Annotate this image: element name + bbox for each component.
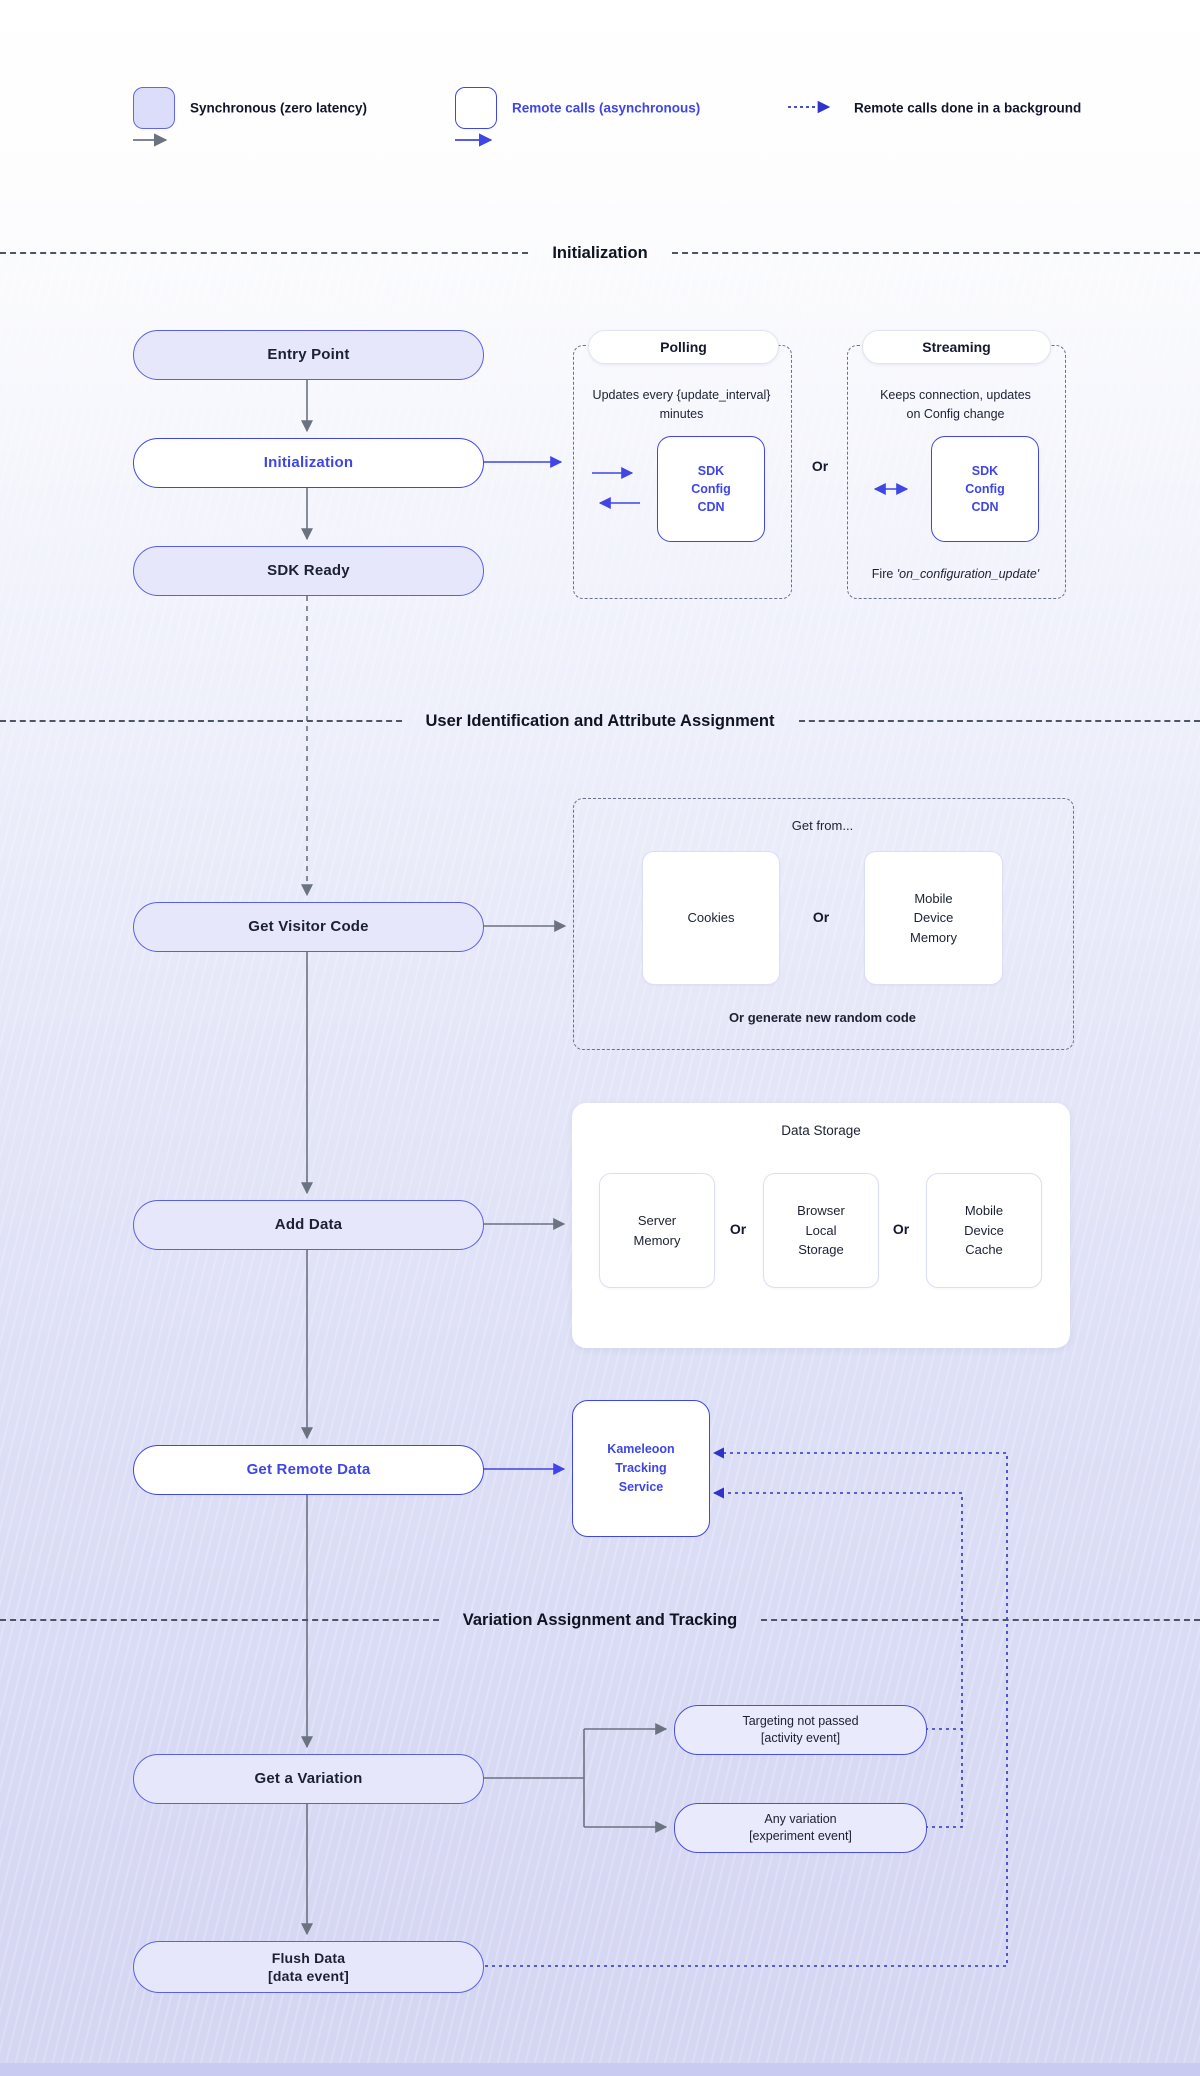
divider-user-identification-label: User Identification and Attribute Assign… [425, 711, 775, 730]
node-get-remote-data: Get Remote Data [133, 1445, 484, 1495]
divider-user-identification: User Identification and Attribute Assign… [0, 708, 1200, 734]
node-flush-data: Flush Data [data event] [133, 1941, 484, 1993]
divider-initialization: Initialization [0, 240, 1200, 266]
remote-call-arrows [482, 456, 909, 1475]
mobile-device-memory-box: Mobile Device Memory [864, 851, 1003, 985]
or-label-config: Or [811, 458, 829, 474]
streaming-fire-note: Fire 'on_configuration_update' [849, 567, 1062, 581]
divider-variation-label: Variation Assignment and Tracking [462, 1610, 738, 1629]
divider-dash-right [798, 720, 1200, 722]
streaming-sdk-config-cdn-box: SDK Config CDN [931, 436, 1039, 542]
or-label-storage-1: Or [729, 1221, 747, 1237]
streaming-fire-prefix: Fire [871, 567, 897, 581]
browser-local-storage-box: Browser Local Storage [763, 1173, 879, 1288]
legend-async-label: Remote calls (asynchronous) [512, 100, 701, 116]
get-from-fallback: Or generate new random code [728, 1010, 917, 1025]
divider-dash-left [0, 252, 529, 254]
streaming-fire-event: 'on_configuration_update' [896, 567, 1040, 581]
get-from-container [573, 798, 1074, 1050]
polling-title: Polling [588, 330, 779, 364]
streaming-description: Keeps connection, updates on Config chan… [880, 388, 1031, 421]
legend-background-label: Remote calls done in a background [854, 100, 1082, 116]
mobile-device-cache-box: Mobile Device Cache [926, 1173, 1042, 1288]
legend-arrows [133, 100, 831, 147]
bottom-strip [0, 2063, 1200, 2076]
divider-dash-right [671, 252, 1200, 254]
legend-sync-swatch [133, 87, 175, 129]
cookies-box: Cookies [642, 851, 780, 985]
legend-sync-label: Synchronous (zero latency) [190, 100, 368, 116]
polling-sdk-config-cdn-box: SDK Config CDN [657, 436, 765, 542]
divider-dash-left [0, 1619, 439, 1621]
any-variation-pill: Any variation [experiment event] [674, 1803, 927, 1853]
node-get-a-variation: Get a Variation [133, 1754, 484, 1804]
divider-initialization-label: Initialization [552, 243, 648, 262]
or-label-storage-2: Or [892, 1221, 910, 1237]
node-sdk-ready: SDK Ready [133, 546, 484, 596]
kameleoon-tracking-service-box: Kameleoon Tracking Service [572, 1400, 710, 1537]
divider-dash-right [761, 1619, 1200, 1621]
or-label-visitor-code: Or [812, 909, 830, 925]
legend-async-swatch [455, 87, 497, 129]
background-tracking-arrows [485, 1447, 1008, 1967]
polling-description: Updates every {update_interval} minutes [592, 388, 771, 421]
streaming-title: Streaming [862, 330, 1051, 364]
flow-arrows [301, 378, 668, 1936]
data-storage-title: Data Storage [781, 1123, 861, 1138]
server-memory-box: Server Memory [599, 1173, 715, 1288]
targeting-not-passed-pill: Targeting not passed [activity event] [674, 1705, 927, 1755]
node-get-visitor-code: Get Visitor Code [133, 902, 484, 952]
divider-dash-left [0, 720, 402, 722]
node-entry-point: Entry Point [133, 330, 484, 380]
get-from-title: Get from... [791, 818, 854, 833]
node-initialization: Initialization [133, 438, 484, 488]
divider-variation: Variation Assignment and Tracking [0, 1607, 1200, 1633]
node-add-data: Add Data [133, 1200, 484, 1250]
